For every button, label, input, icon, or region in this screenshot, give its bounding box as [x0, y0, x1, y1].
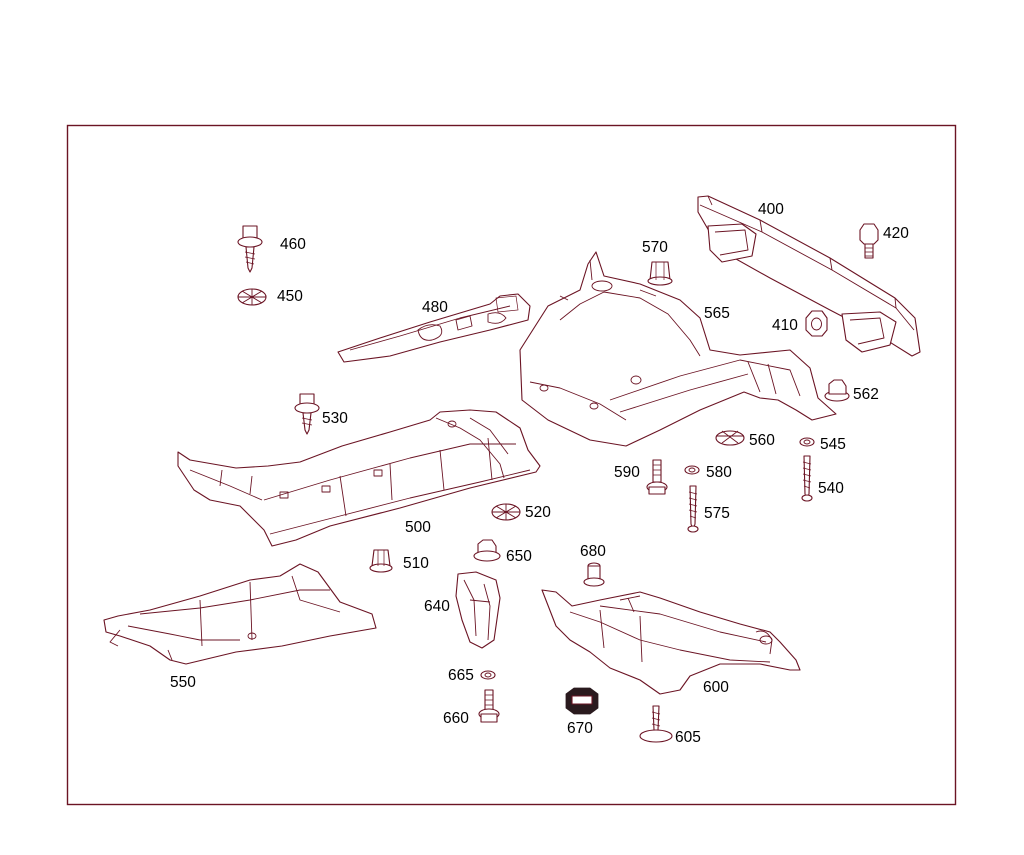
part-520-clip [491, 503, 521, 521]
callout-670: 670 [567, 720, 593, 737]
callout-575: 575 [704, 505, 730, 522]
callout-450: 450 [277, 288, 303, 305]
callout-480: 480 [422, 299, 448, 316]
diagram-frame [66, 124, 957, 806]
callout-400: 400 [758, 201, 784, 218]
part-665-washer [480, 670, 496, 680]
part-550-front-panel [103, 563, 377, 665]
callout-520: 520 [525, 504, 551, 521]
callout-560: 560 [749, 432, 775, 449]
part-562-flange-nut [824, 379, 850, 402]
part-460-screw [237, 225, 263, 273]
part-480-shield-strip [337, 293, 531, 363]
part-510-push-nut [369, 549, 393, 573]
part-605-screw [639, 705, 673, 743]
callout-500: 500 [405, 519, 431, 536]
part-600-side-panel [541, 589, 801, 695]
part-545-washer [799, 437, 815, 447]
callout-540: 540 [818, 480, 844, 497]
callout-580: 580 [706, 464, 732, 481]
part-670-grommet [565, 687, 599, 715]
callout-640: 640 [424, 598, 450, 615]
part-420-bolt [859, 223, 879, 259]
part-570-push-nut [647, 261, 673, 286]
callout-680: 680 [580, 543, 606, 560]
part-575-screw [687, 485, 699, 533]
part-410-nut [805, 310, 828, 337]
callout-570: 570 [642, 239, 668, 256]
callout-562: 562 [853, 386, 879, 403]
part-590-bolt [646, 459, 668, 495]
callout-460: 460 [280, 236, 306, 253]
callout-labels: 400 420 460 450 570 480 565 410 530 562 … [170, 201, 909, 746]
part-560-clip [715, 430, 745, 446]
callout-650: 650 [506, 548, 532, 565]
part-680-sleeve [583, 562, 605, 587]
callout-410: 410 [772, 317, 798, 334]
part-650-flange-nut [473, 539, 501, 562]
part-530-screw [294, 393, 320, 435]
part-540-screw [801, 455, 813, 502]
callout-660: 660 [443, 710, 469, 727]
part-660-bolt [478, 689, 500, 723]
part-565-rear-panel [519, 251, 837, 447]
part-580-washer [684, 465, 700, 475]
callout-600: 600 [703, 679, 729, 696]
callout-590: 590 [614, 464, 640, 481]
part-400-bumper-beam [697, 195, 921, 357]
callout-530: 530 [322, 410, 348, 427]
callout-605: 605 [675, 729, 701, 746]
callout-545: 545 [820, 436, 846, 453]
callout-550: 550 [170, 674, 196, 691]
part-450-clip [237, 288, 267, 306]
callout-665: 665 [448, 667, 474, 684]
part-640-bracket [455, 571, 501, 649]
callout-420: 420 [883, 225, 909, 242]
callout-565: 565 [704, 305, 730, 322]
callout-510: 510 [403, 555, 429, 572]
part-500-center-panel [177, 409, 541, 547]
